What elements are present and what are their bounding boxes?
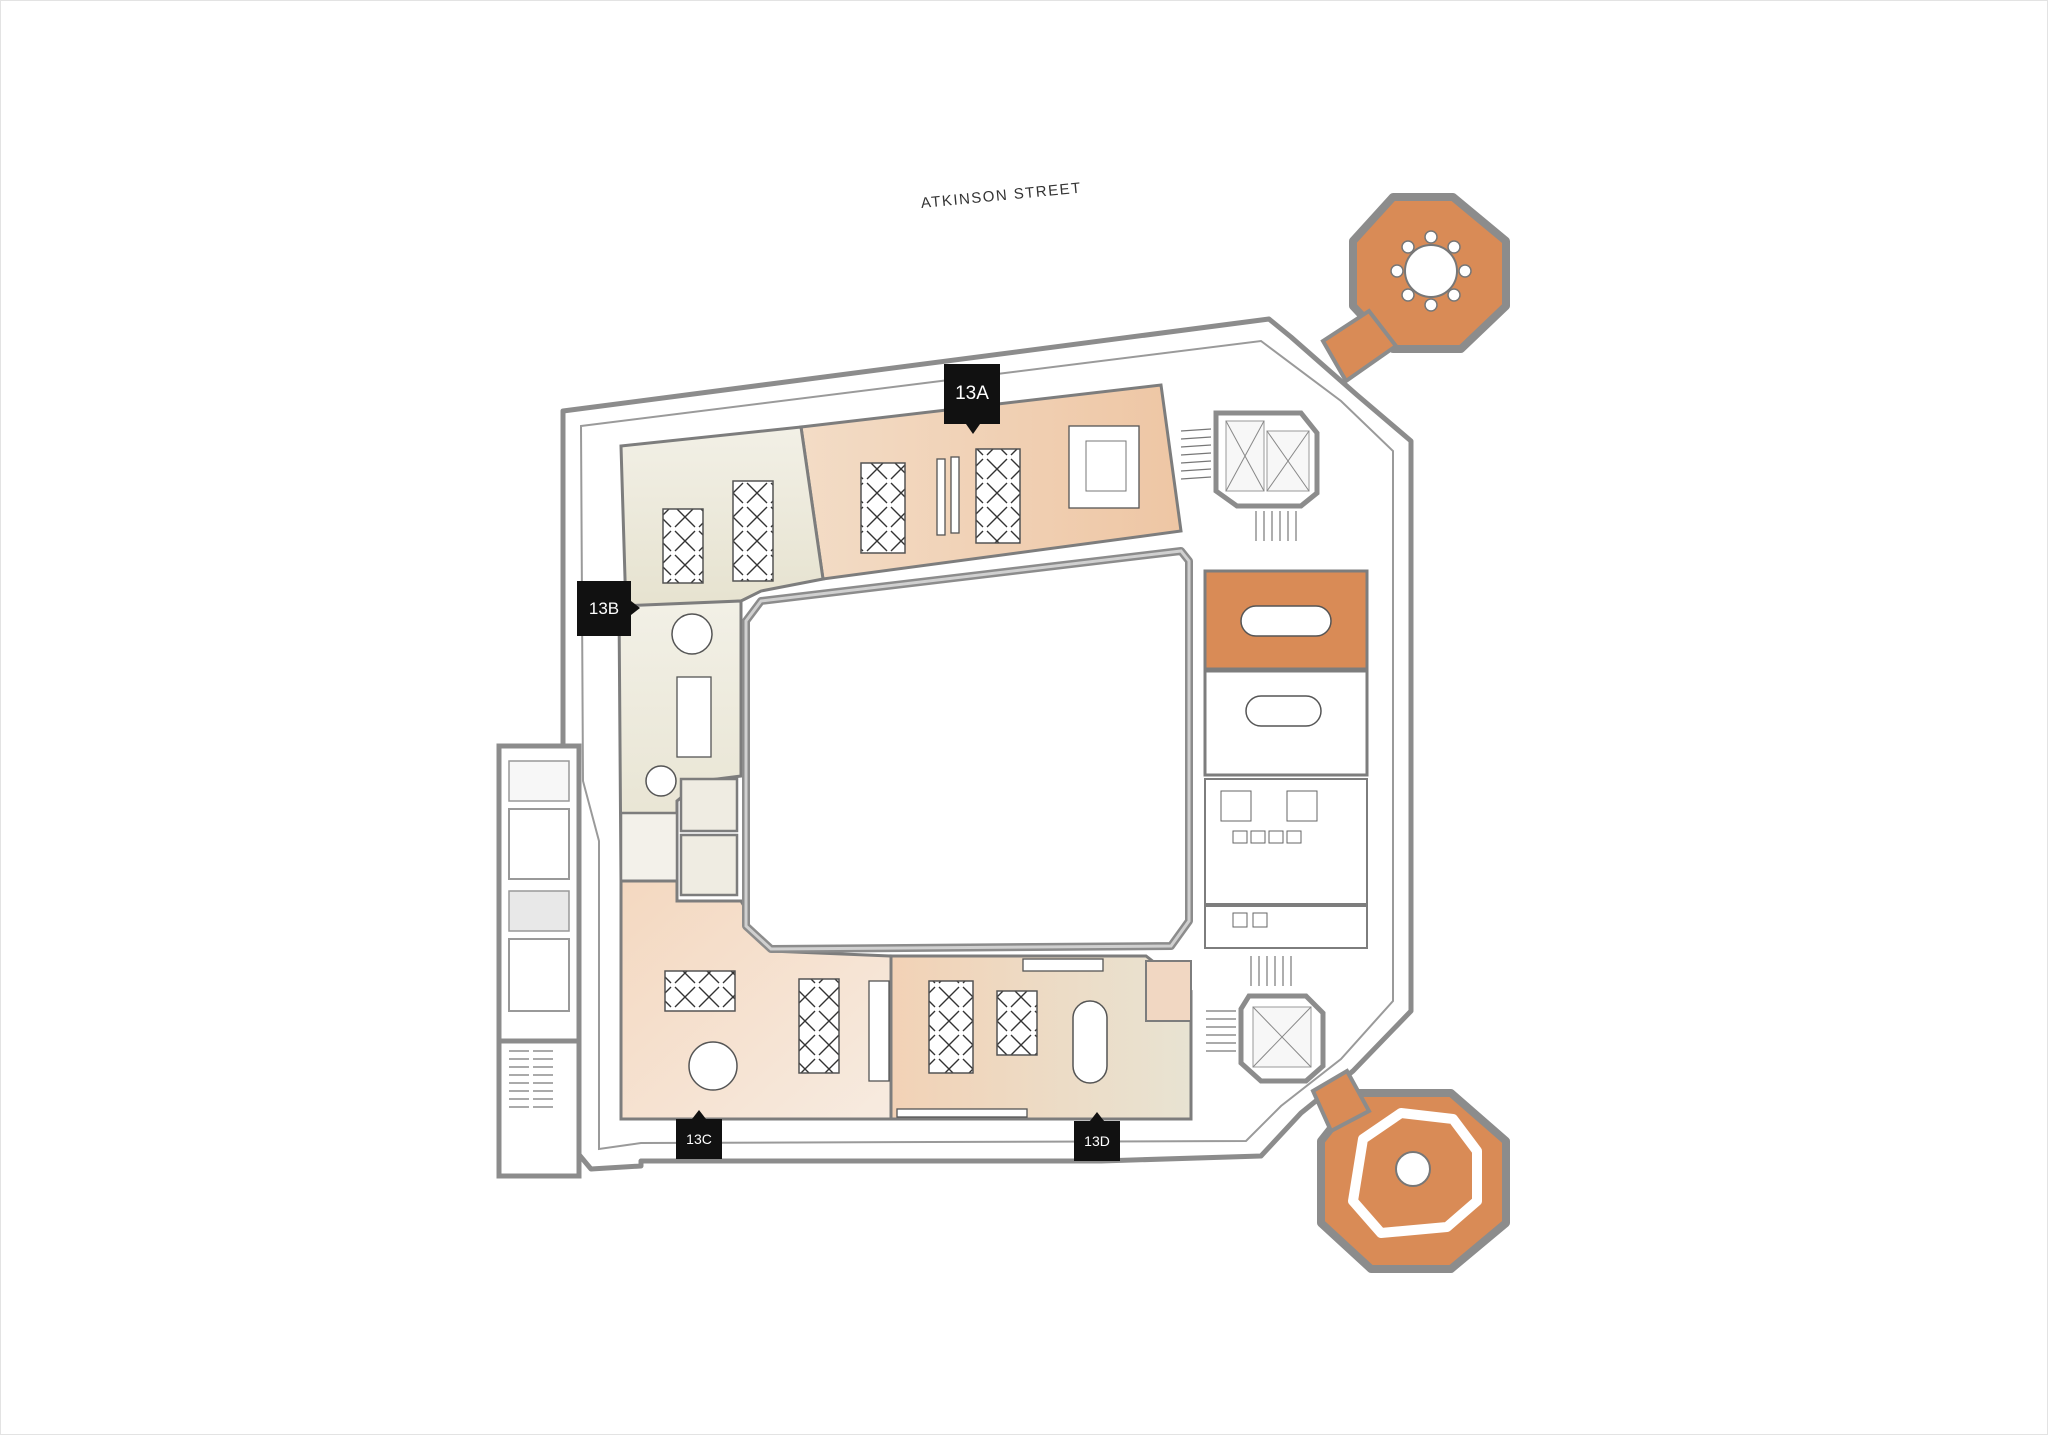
round-table-13c: [688, 1041, 738, 1091]
lounge-bench: [1348, 1108, 1482, 1238]
boardroom-table: [1240, 605, 1332, 637]
meeting-table-white: [1245, 695, 1322, 727]
left-lift-2: [508, 938, 570, 1012]
round-table-13b-2: [645, 765, 677, 797]
suite-13a-lounge: [1068, 425, 1140, 509]
suite-13b-top-area: [619, 425, 825, 613]
turret-link-bottom: [1310, 1068, 1372, 1134]
lower-stair: [496, 1038, 582, 1179]
upper-stair-treads: [1180, 428, 1297, 541]
suite-tag-13d[interactable]: 13D: [1074, 1112, 1120, 1161]
wc-fixtures: [1220, 790, 1318, 928]
small-office: [679, 833, 739, 897]
suite-13b-desks: [662, 480, 774, 758]
lounge-round-table: [1395, 1151, 1431, 1187]
showers-block: [1204, 905, 1368, 949]
suite-13a-desks: [860, 448, 1021, 554]
suite-13d-desks: [896, 958, 1104, 1118]
amenities-block: [1204, 778, 1368, 905]
suite-tag-13b[interactable]: 13B: [577, 581, 640, 636]
suite-13c-desks: [664, 970, 890, 1082]
oval-table-13d: [1072, 1000, 1108, 1084]
suite-tag-13c[interactable]: 13C: [676, 1110, 722, 1159]
turret-chairs: [1390, 230, 1472, 312]
turret-link-top: [1320, 308, 1399, 384]
kitchenette: [1145, 960, 1192, 1022]
corridor-inner-line: [579, 339, 1394, 1151]
turret-round-table: [1404, 244, 1458, 298]
left-lift-1: [508, 808, 570, 880]
external-escape: [508, 890, 570, 932]
round-table-13b: [671, 613, 713, 655]
central-light-well: [742, 547, 1193, 953]
lift-lobby: [619, 811, 679, 883]
suite-tag-13a[interactable]: 13A: [944, 364, 1000, 434]
small-meeting-room: [679, 777, 739, 833]
